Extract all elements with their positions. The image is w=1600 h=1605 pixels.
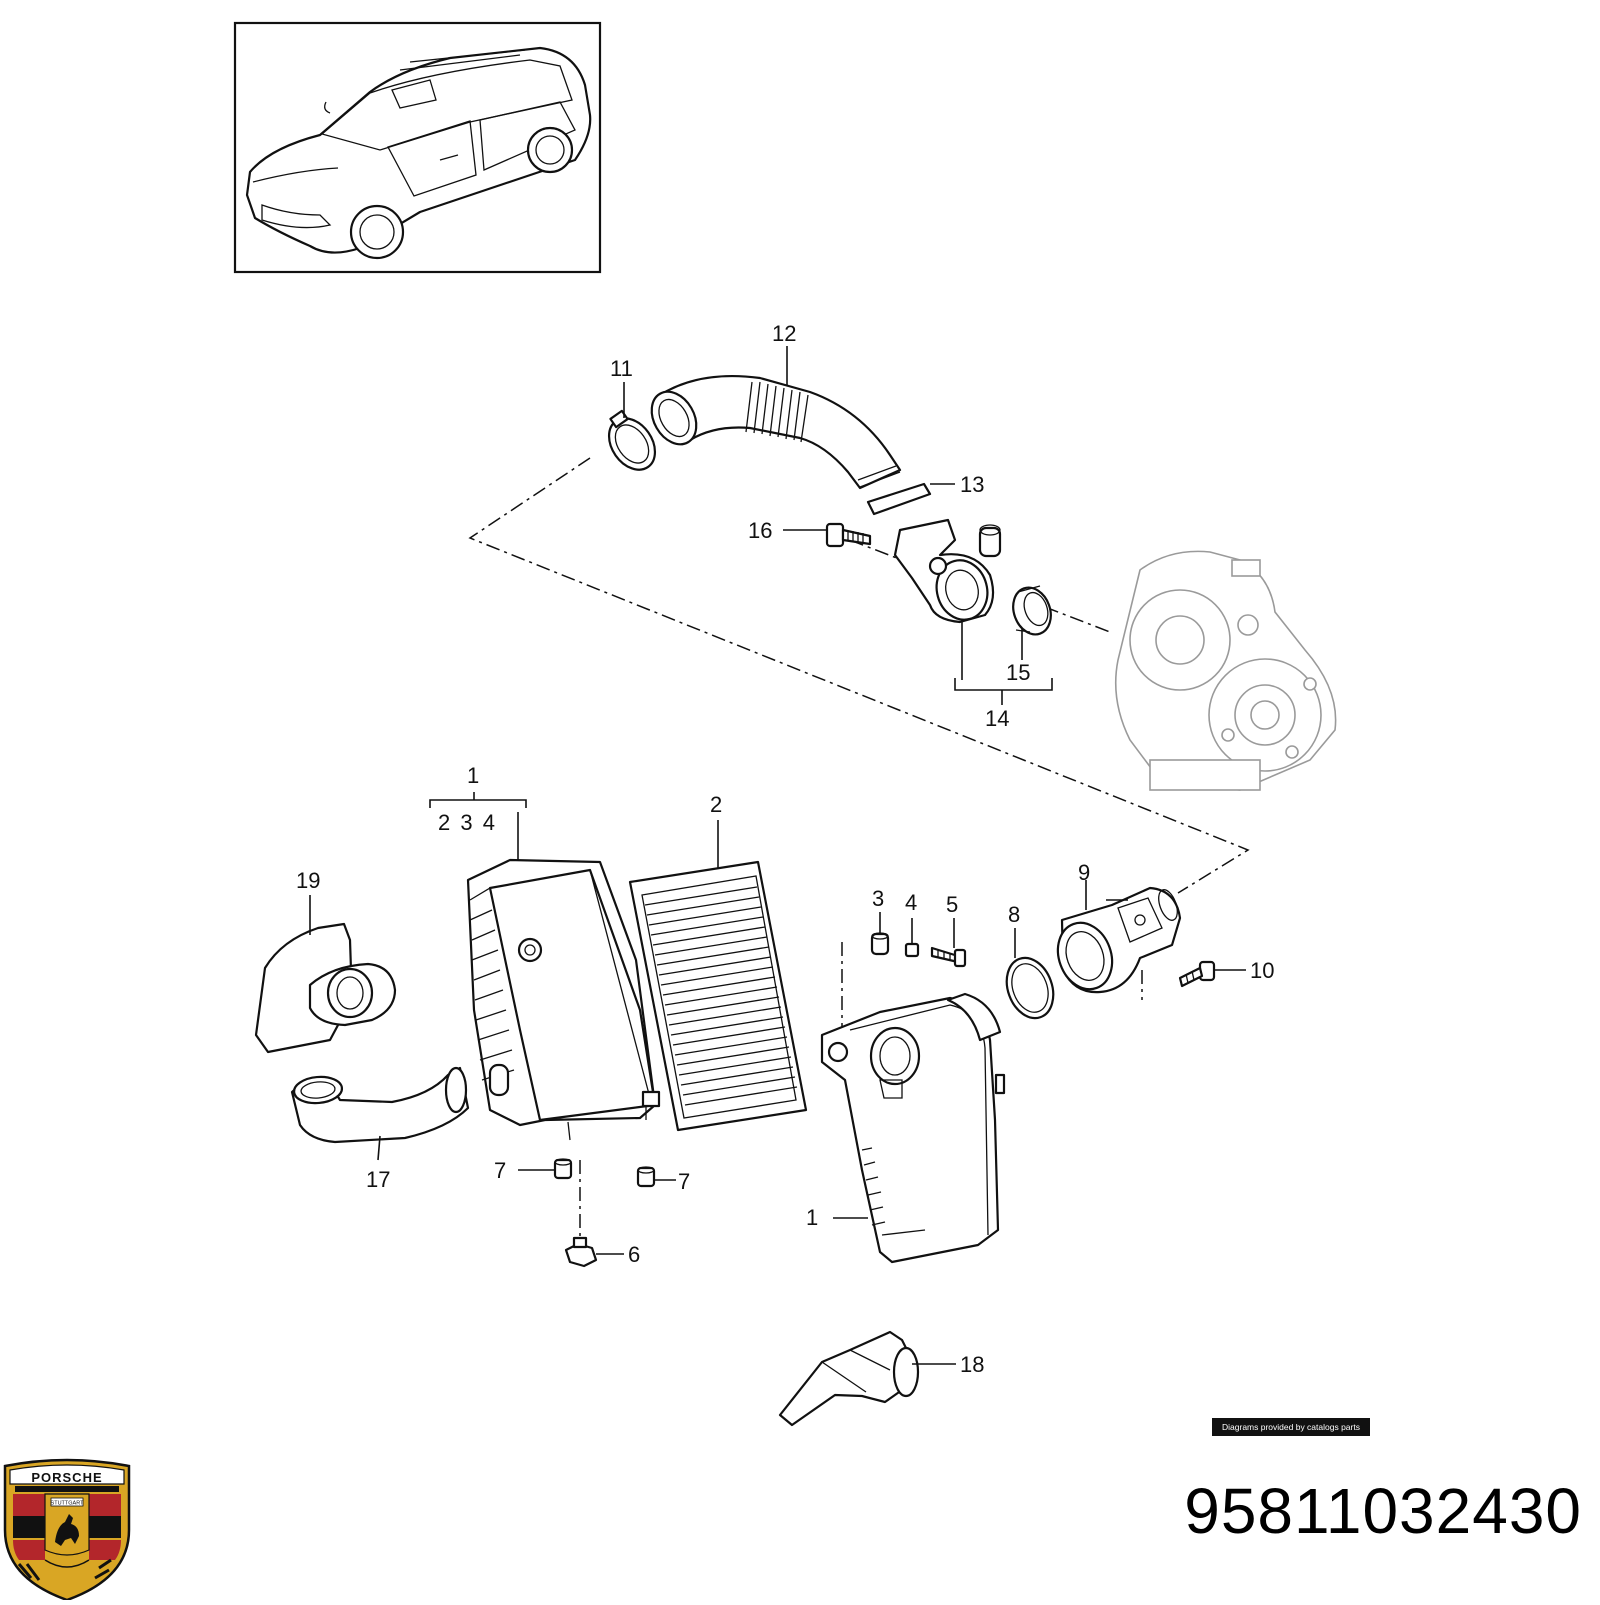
connection-pipe-14 (893, 518, 1002, 624)
diagram-credit-badge: Diagrams provided by catalogs parts (1212, 1418, 1370, 1436)
clamp-13 (866, 482, 932, 516)
callout-12: 12 (772, 321, 796, 346)
callout-11: 11 (610, 356, 633, 381)
callout-18: 18 (960, 1352, 984, 1377)
callout-15: 15 (1006, 660, 1030, 685)
intake-hose-12 (650, 374, 902, 490)
callout-9: 9 (1078, 860, 1090, 885)
callout-10: 10 (1250, 958, 1274, 983)
callout-19: 19 (296, 868, 320, 893)
callout-7-left: 7 (494, 1158, 506, 1183)
suv-illustration (245, 46, 592, 260)
callout-7-right: 7 (678, 1169, 690, 1194)
callout-14: 14 (985, 706, 1009, 731)
mounting-nut-6 (564, 1236, 598, 1268)
callout-4: 4 (905, 890, 917, 915)
callout-5: 5 (946, 892, 958, 917)
callout-8: 8 (1008, 902, 1020, 927)
bolt-10 (1178, 960, 1216, 988)
spacer-4 (904, 942, 920, 958)
callout-16: 16 (748, 518, 772, 543)
air-mass-sensor-9 (1056, 886, 1182, 994)
bolt-16 (825, 522, 872, 548)
callout-6: 6 (628, 1242, 640, 1267)
air-duct-17 (290, 1066, 470, 1144)
callout-group-2-3-4: 2 3 4 (438, 810, 495, 835)
callout-1-bottom: 1 (806, 1205, 818, 1230)
hose-clamp-11 (607, 409, 657, 471)
air-guide-18 (778, 1330, 920, 1427)
vehicle-thumbnail (233, 21, 602, 274)
leader-lines (309, 346, 1246, 1365)
filter-pleats (644, 886, 798, 1106)
rubber-mount-7-left (553, 1158, 573, 1180)
air-filter-housing-lower (820, 992, 1006, 1264)
screw-5 (930, 946, 967, 968)
air-filter-housing-upper (466, 858, 661, 1141)
rubber-mount-7-right (636, 1166, 656, 1188)
air-filter-element-2 (628, 860, 808, 1132)
callout-1-top: 1 (467, 763, 479, 788)
callout-labels: 12 11 13 16 15 14 1 2 3 4 5 8 9 10 19 17… (296, 321, 1274, 1377)
porsche-crest-icon: PORSCHE STUTTGART (3, 1458, 131, 1602)
svg-text:PORSCHE: PORSCHE (31, 1470, 102, 1485)
intake-pipe-assembly (607, 374, 1052, 636)
grommet-3 (870, 932, 890, 956)
callout-2: 2 (710, 792, 722, 817)
callout-17: 17 (366, 1167, 390, 1192)
seal-ring-15 (1012, 585, 1052, 636)
callout-13: 13 (960, 472, 984, 497)
part-number: 95811032430 (1184, 1475, 1582, 1547)
seal-ring-8 (1005, 956, 1055, 1020)
turbocharger-ghost (1114, 550, 1337, 791)
svg-text:STUTTGART: STUTTGART (51, 1501, 85, 1507)
callout-3: 3 (872, 886, 884, 911)
air-guide-19 (254, 922, 397, 1054)
